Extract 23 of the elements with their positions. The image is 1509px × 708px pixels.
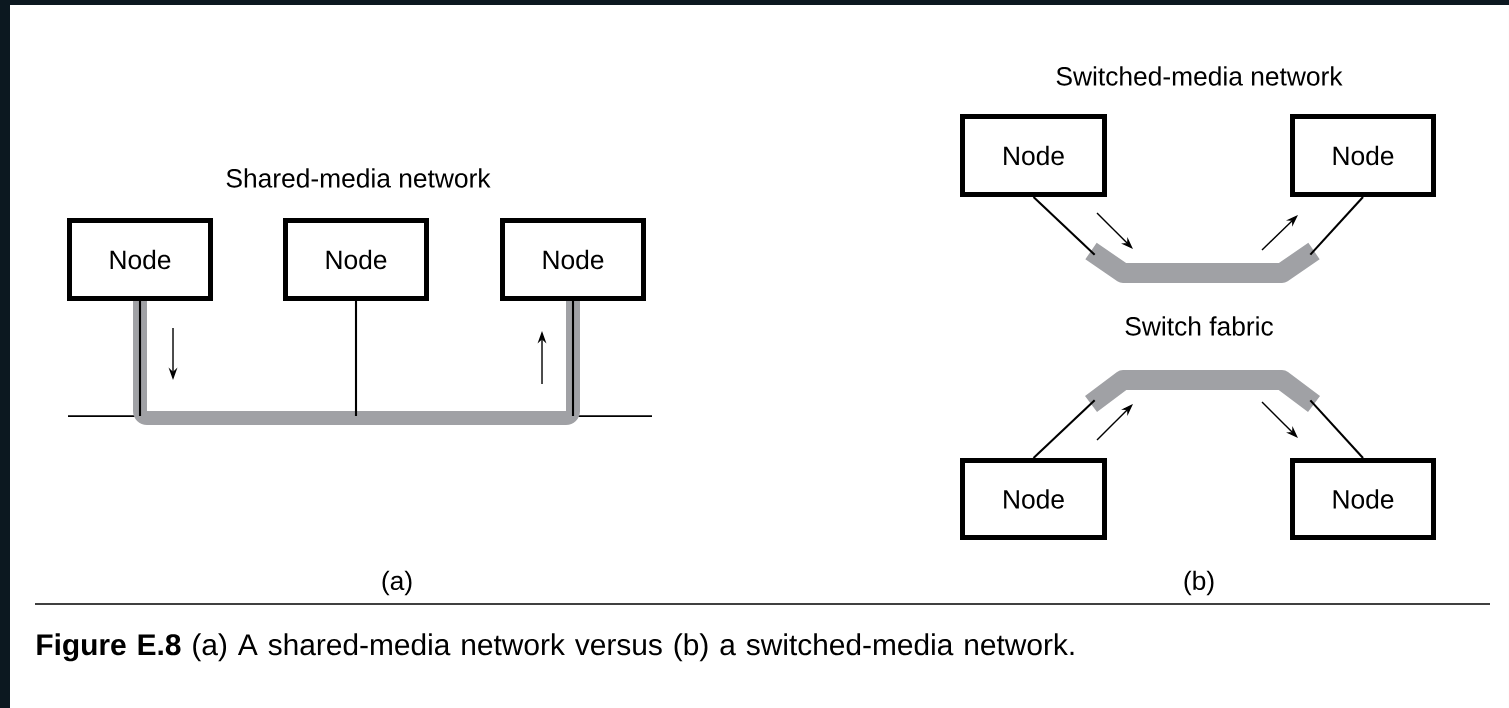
node-box: Node xyxy=(960,114,1107,197)
panel-label: Switch fabric xyxy=(1125,316,1273,336)
switch-fabric-bar xyxy=(1085,242,1320,283)
connector-line xyxy=(1309,196,1364,256)
caption: Figure E.8 (a) A shared-media network versus (b) a switched-media network. xyxy=(37,633,1074,662)
connector-line xyxy=(1032,399,1096,459)
panel-label: Switched-media network xyxy=(1056,66,1343,86)
panel-label: Shared-media network xyxy=(226,168,491,188)
panel-label: (b) xyxy=(1184,570,1214,596)
connector-line xyxy=(571,301,575,416)
connector-line xyxy=(1032,196,1096,256)
connector-line xyxy=(133,301,580,425)
connector-line xyxy=(1309,399,1364,459)
node-box: Node xyxy=(1290,114,1436,197)
node-box: Node xyxy=(283,218,429,301)
connector-line xyxy=(138,301,142,416)
connector-line xyxy=(354,301,358,416)
panel-label: (a) xyxy=(382,570,412,596)
node-box: Node xyxy=(67,218,213,301)
switch-fabric-bar xyxy=(1085,370,1320,412)
node-box: Node xyxy=(960,458,1107,540)
node-box: Node xyxy=(500,218,646,301)
node-box: Node xyxy=(1290,458,1436,540)
